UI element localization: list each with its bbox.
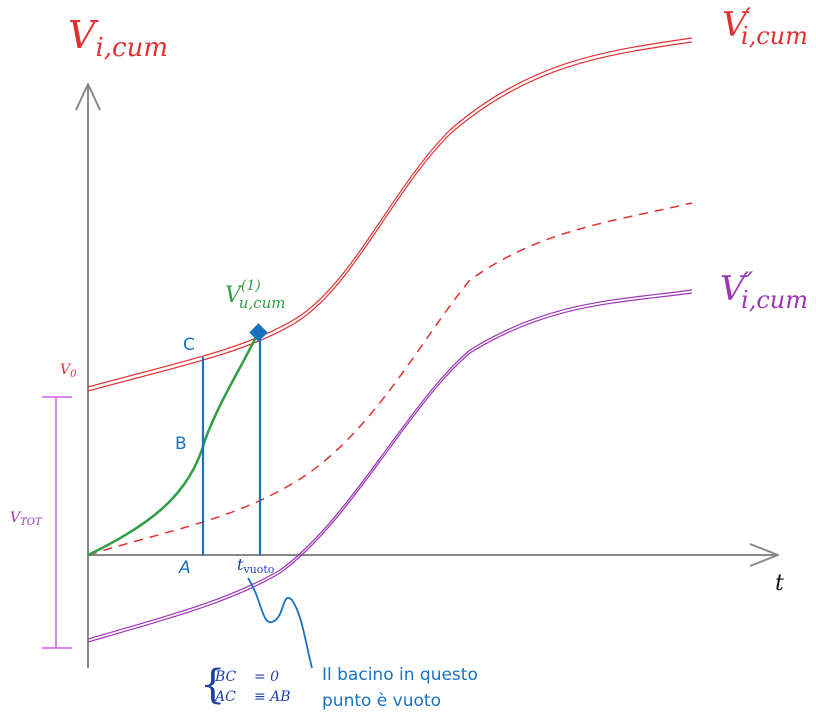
green-curve-label: V(1)u,cum	[225, 278, 285, 312]
v0-label: V0	[60, 362, 77, 380]
vtot-label: VTOT	[10, 510, 43, 528]
diamond-marker	[249, 323, 268, 342]
x-axis-arrowhead	[749, 543, 779, 567]
lower-curve-label: V″i,cum	[720, 266, 808, 314]
dashed-curve	[87, 202, 693, 556]
note-line-2: punto è vuoto	[322, 691, 441, 711]
eq-row2-lhs: AC	[213, 689, 236, 705]
eq-row1-op: = 0	[254, 669, 279, 685]
y-axis-label: Vi,cum	[68, 13, 168, 63]
t-vuoto-label: tvuoto	[237, 555, 275, 576]
upper-curve	[87, 37, 693, 392]
note-line-1: Il bacino in questo	[322, 665, 478, 685]
point-c-label: C	[183, 335, 195, 355]
lower-curve	[87, 289, 693, 643]
eq-row2-op: ≡ AB	[254, 689, 291, 705]
point-a-label: A	[178, 558, 191, 578]
vtot-bracket	[42, 396, 72, 649]
green-curve	[87, 332, 260, 557]
point-b-label: B	[175, 434, 187, 454]
note-pointer	[247, 577, 313, 669]
equation-brace: {	[200, 662, 225, 708]
equation-system: { BC = 0 AC ≡ AB	[200, 662, 291, 708]
eq-row1-lhs: BC	[214, 669, 237, 685]
upper-curve-label: V′i,cum	[722, 2, 808, 50]
x-axis-label: t	[775, 571, 784, 596]
y-axis-arrowhead	[75, 83, 101, 111]
